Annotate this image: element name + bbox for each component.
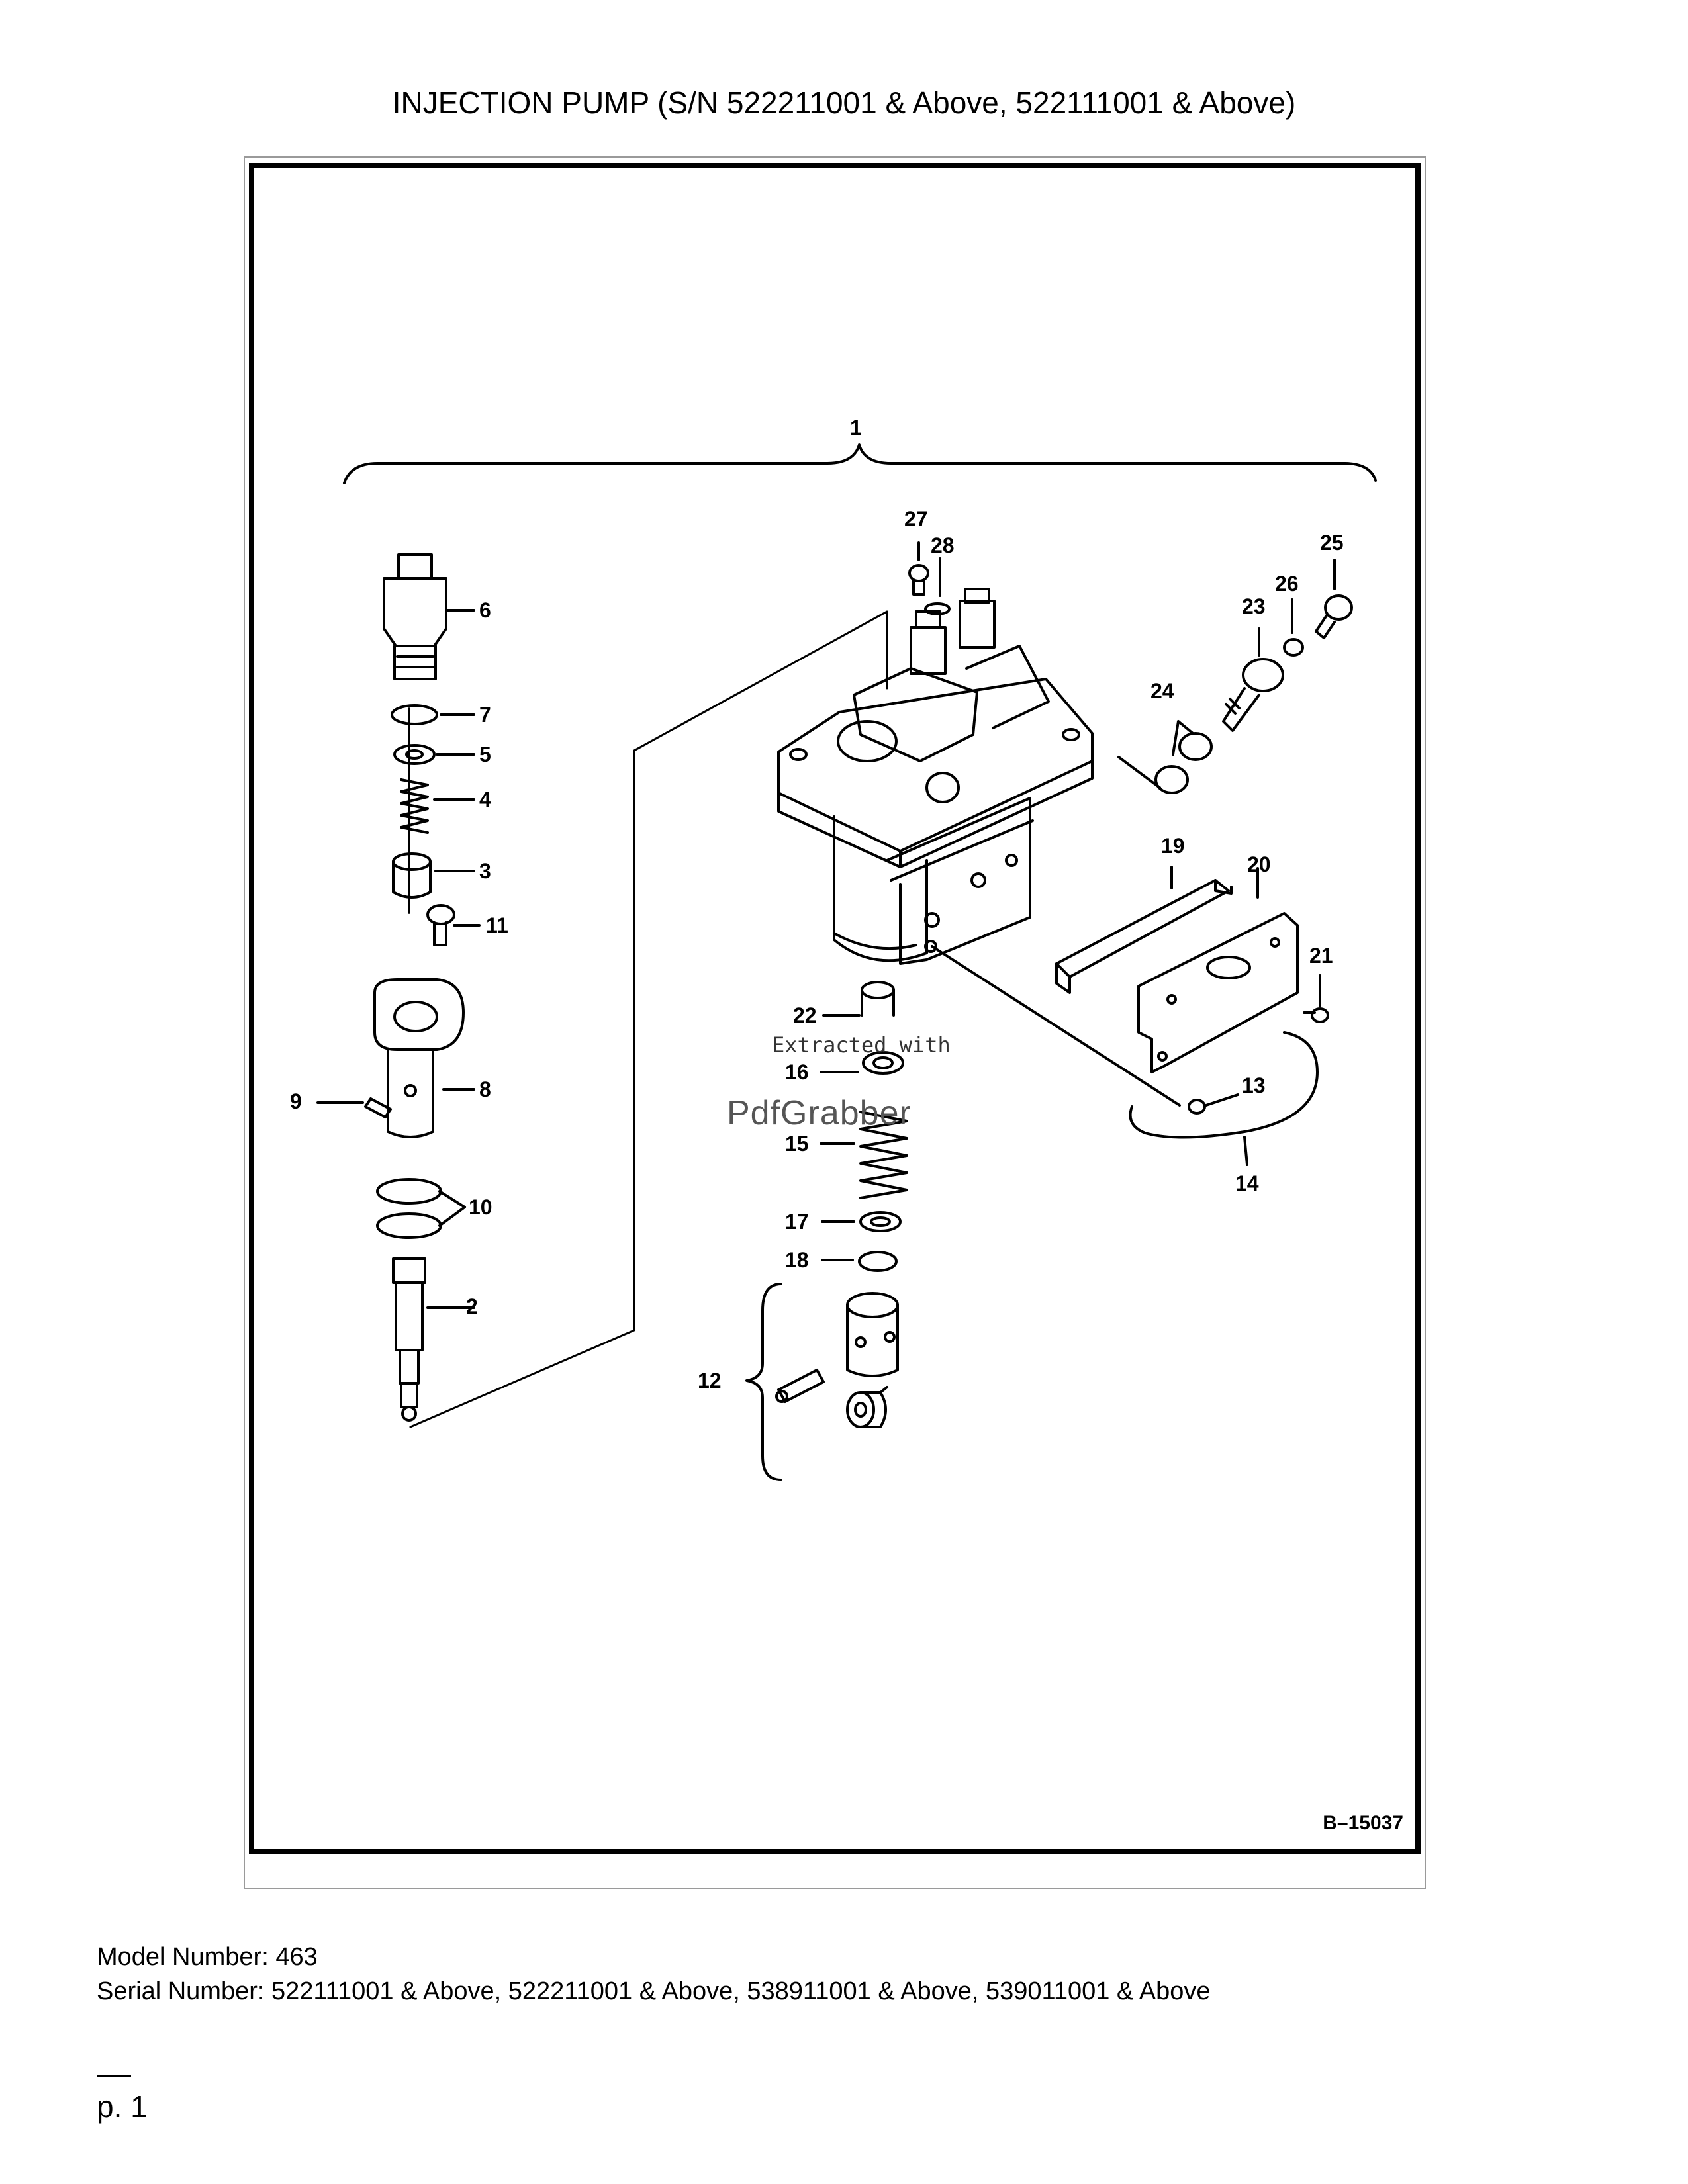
plug-part	[908, 564, 929, 596]
callout-28: 28	[931, 533, 955, 557]
assembly-brace	[343, 443, 1377, 484]
washer-part	[393, 744, 436, 765]
spring-part	[400, 778, 429, 834]
leader-line	[409, 610, 888, 1428]
gasket-part	[1178, 732, 1213, 761]
callout-21: 21	[1309, 944, 1333, 968]
screw-part	[426, 904, 455, 946]
figure-id: B–15037	[1323, 1812, 1403, 1834]
callout-16: 16	[785, 1060, 809, 1084]
o-ring-part	[376, 1178, 442, 1205]
washer-part	[1283, 638, 1304, 657]
callout-12: 12	[698, 1369, 722, 1392]
callout-1: 1	[850, 416, 862, 439]
callout-15: 15	[785, 1132, 809, 1156]
callout-3: 3	[479, 859, 491, 883]
rack-part	[1055, 879, 1230, 978]
gasket-part	[1154, 765, 1189, 794]
group-brace	[745, 1283, 782, 1481]
callout-8: 8	[479, 1077, 491, 1101]
o-ring-part	[391, 704, 438, 725]
model-number: Model Number: 463	[97, 1943, 318, 1971]
callout-2: 2	[466, 1295, 478, 1318]
tappet-part	[846, 1292, 899, 1377]
plunger-spring-part	[859, 1111, 908, 1199]
spring-seat-part	[859, 1211, 902, 1232]
callout-10: 10	[469, 1195, 492, 1219]
shim-part	[858, 1251, 898, 1272]
watermark-logo: PdfGrabber	[727, 1094, 912, 1132]
figure-frame	[244, 156, 1426, 1889]
callout-9: 9	[290, 1089, 302, 1113]
callout-22: 22	[793, 1003, 817, 1027]
callout-18: 18	[785, 1248, 809, 1272]
callout-17: 17	[785, 1210, 809, 1234]
roller-part	[846, 1386, 888, 1428]
gasket-part	[924, 602, 951, 615]
watermark-text: Extracted with	[772, 1032, 951, 1058]
callout-7: 7	[479, 703, 491, 727]
screw-part	[1188, 1099, 1206, 1115]
page-title: INJECTION PUMP (S/N 522211001 & Above, 5…	[392, 85, 1296, 120]
callout-26: 26	[1275, 572, 1299, 596]
callout-24: 24	[1150, 679, 1174, 703]
link-line	[931, 945, 1181, 1107]
callout-5: 5	[479, 743, 491, 766]
serial-number: Serial Number: 522111001 & Above, 522211…	[97, 1978, 1211, 2005]
figure-border	[249, 163, 1421, 1854]
plug-part	[1315, 594, 1353, 639]
hollow-bolt-part	[1222, 658, 1284, 732]
clip-part	[1129, 1031, 1319, 1139]
callout-13: 13	[1242, 1073, 1266, 1097]
pin-part	[364, 1097, 392, 1118]
callout-4: 4	[479, 788, 491, 811]
callout-27: 27	[904, 507, 928, 531]
plunger-part	[392, 1257, 426, 1422]
roller-pin-part	[775, 1369, 825, 1403]
callout-23: 23	[1242, 594, 1266, 618]
callout-14: 14	[1235, 1171, 1259, 1195]
o-ring-part	[376, 1212, 442, 1239]
delivery-valve-holder-part	[383, 553, 447, 680]
barrel-part	[373, 978, 465, 1138]
page-number: p. 1	[97, 2089, 148, 2124]
page-rule	[97, 2075, 131, 2077]
callout-19: 19	[1161, 834, 1185, 858]
callout-20: 20	[1247, 852, 1271, 876]
delivery-valve-part	[392, 852, 432, 899]
screw-part	[1303, 1007, 1329, 1023]
pump-housing-part	[777, 588, 1094, 965]
cover-plate-part	[1137, 912, 1299, 1073]
callout-11: 11	[486, 913, 508, 937]
control-sleeve-part	[861, 981, 895, 1017]
spring-seat-part	[862, 1051, 904, 1075]
callout-25: 25	[1320, 531, 1344, 555]
callout-6: 6	[479, 598, 491, 622]
